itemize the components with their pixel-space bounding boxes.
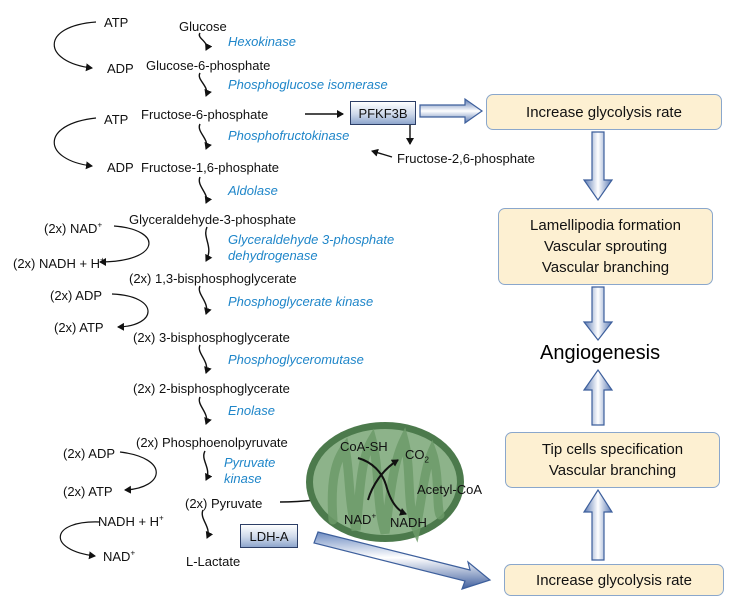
fructose-6-phosphate-label: Fructose-6-phosphate <box>141 107 269 122</box>
mitochondrion <box>306 422 464 543</box>
lamellipodia-box: Lamellipodia formation Vascular sproutin… <box>498 208 713 285</box>
increase-glycolysis-top-text: Increase glycolysis rate <box>526 103 682 121</box>
tip-cells-box: Tip cells specification Vascular branchi… <box>505 432 720 488</box>
adp-in-3: (2x) ADP <box>50 288 103 303</box>
pyruvate-kinase-label-line2: kinase <box>224 471 262 486</box>
adp-in-4: (2x) ADP <box>63 446 116 461</box>
fructose-1-6-phosphate-label: Fructose-1,6-phosphate <box>141 160 280 175</box>
pyruvate-kinase-label-line1: Pyruvate <box>224 455 276 470</box>
cofactor-arrows <box>53 21 157 560</box>
adp-out-1: ADP <box>107 61 134 76</box>
phosphoglycerate-kinase-label: Phosphoglycerate kinase <box>228 294 374 309</box>
ldha-tag: LDH-A <box>240 524 298 548</box>
pfkfb3-tag: PFKF3B <box>350 101 416 125</box>
lactate-label: L-Lactate <box>186 554 241 569</box>
co2-label: CO2 <box>405 447 429 465</box>
increase-glycolysis-box-bottom: Increase glycolysis rate <box>504 564 724 596</box>
tip-cells-line-1: Tip cells specification <box>541 441 684 458</box>
phosphofructokinase-label: Phosphofructokinase <box>228 128 350 143</box>
lamellipodia-line-3: Vascular branching <box>541 259 670 276</box>
phosphoglyceromutase-label: Phosphoglyceromutase <box>228 352 364 367</box>
pathway-step-arrows <box>198 32 214 539</box>
nad-in: (2x) NAD+ <box>44 220 103 236</box>
mito-nad-label: NAD+ <box>344 511 377 527</box>
glyceraldehyde-3-phosphate-label: Glyceraldehyde-3-phosphate <box>129 212 296 227</box>
gapdh-label-line2: dehydrogenase <box>228 248 318 263</box>
lamellipodia-line-2: Vascular sprouting <box>543 238 668 255</box>
phosphoglucose-isomerase-label: Phosphoglucose isomerase <box>228 77 388 92</box>
nadh-in: NADH + H+ <box>98 513 164 529</box>
bisphosphoglycerate-2-label: (2x) 2-bisphosphoglycerate <box>133 381 290 396</box>
acetyl-coa-label: Acetyl-CoA <box>417 482 483 497</box>
lamellipodia-line-1: Lamellipodia formation <box>530 217 681 234</box>
bisphosphoglycerate-13-label: (2x) 1,3-bisphosphoglycerate <box>129 271 297 286</box>
mito-nadh-label: NADH <box>390 515 427 530</box>
increase-glycolysis-box-top: Increase glycolysis rate <box>486 94 722 130</box>
tip-cells-line-2: Vascular branching <box>548 462 677 479</box>
atp-in-1: ATP <box>104 15 129 30</box>
bisphosphoglycerate-3-label: (2x) 3-bisphosphoglycerate <box>133 330 290 345</box>
glucose-label: Glucose <box>179 19 227 34</box>
nad-out: NAD+ <box>103 548 136 564</box>
aldolase-label: Aldolase <box>228 183 278 198</box>
gapdh-label-line1: Glyceraldehyde 3-phosphate <box>228 232 395 247</box>
increase-glycolysis-bottom-text: Increase glycolysis rate <box>536 571 692 589</box>
glucose-6-phosphate-label: Glucose-6-phosphate <box>146 58 271 73</box>
enolase-label: Enolase <box>228 403 275 418</box>
atp-out-4: (2x) ATP <box>63 484 113 499</box>
phosphoenolpyruvate-label: (2x) Phosphoenolpyruvate <box>136 435 288 450</box>
angiogenesis-title: Angiogenesis <box>540 342 661 364</box>
nadh-out: (2x) NADH + H+ <box>13 255 105 271</box>
flow-arrows <box>313 97 614 590</box>
coa-sh-label: CoA-SH <box>340 439 388 454</box>
atp-in-2: ATP <box>104 112 129 127</box>
fructose-2-6-phosphate-label: Fructose-2,6-phosphate <box>397 151 536 166</box>
f26p-to-pfk-arrow <box>371 148 393 158</box>
atp-out-3: (2x) ATP <box>54 320 104 335</box>
hexokinase-label: Hexokinase <box>228 34 296 49</box>
pyruvate-label: (2x) Pyruvate <box>185 496 263 511</box>
adp-out-2: ADP <box>107 160 134 175</box>
